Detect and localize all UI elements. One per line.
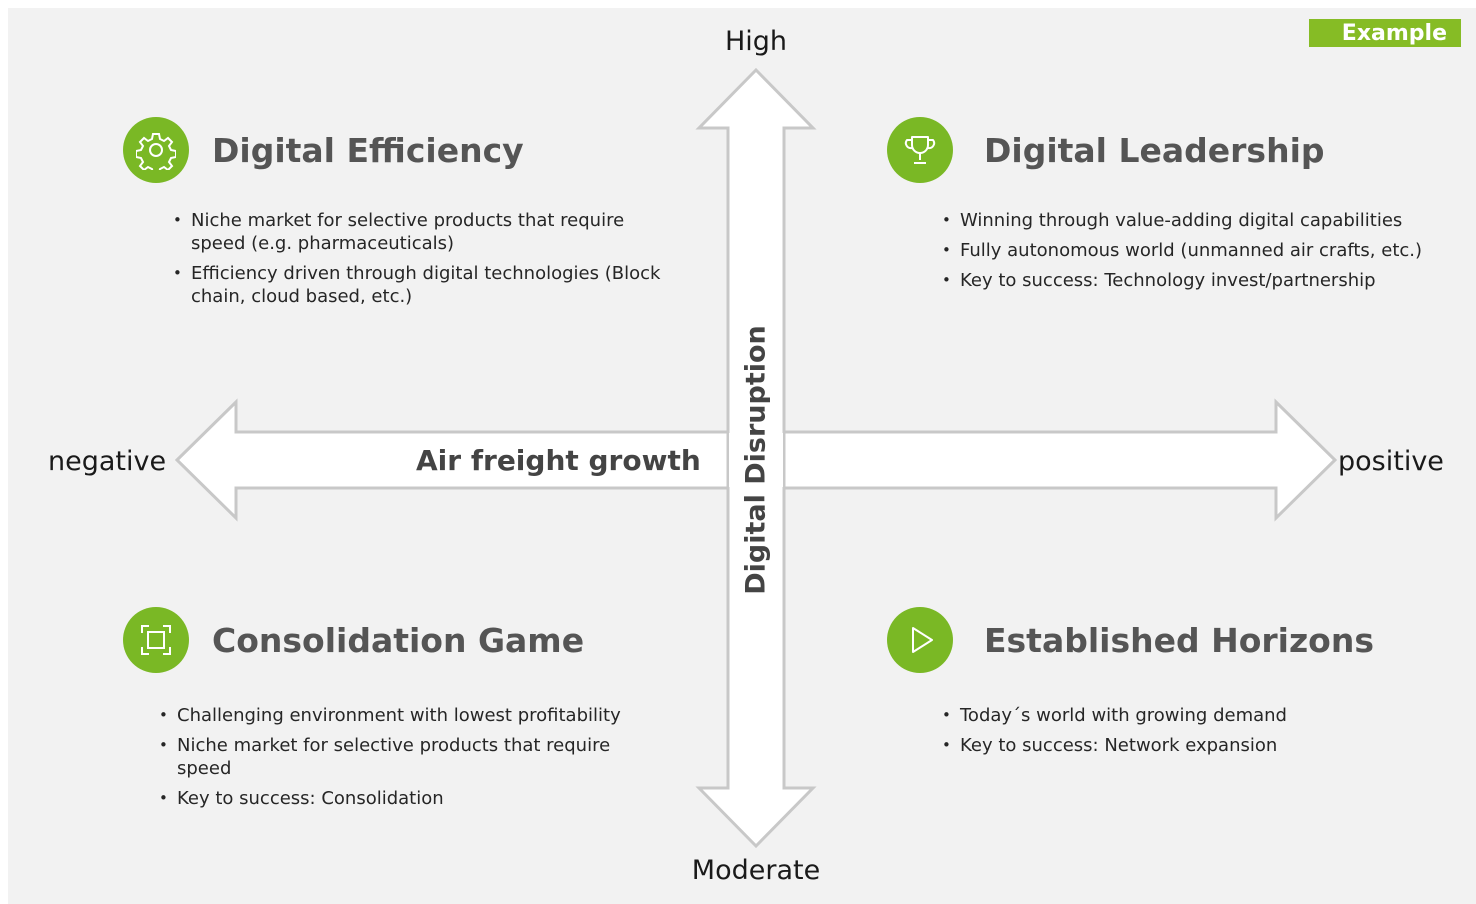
quadrant-title-consolidation-game: Consolidation Game bbox=[212, 621, 585, 660]
gear-icon bbox=[123, 117, 189, 183]
quadrant-title-digital-leadership: Digital Leadership bbox=[984, 131, 1325, 170]
list-item: Fully autonomous world (unmanned air cra… bbox=[942, 239, 1462, 262]
list-item: Winning through value-adding digital cap… bbox=[942, 209, 1462, 232]
list-item: Key to success: Network expansion bbox=[942, 734, 1462, 757]
list-item: Challenging environment with lowest prof… bbox=[159, 704, 649, 727]
list-item: Today´s world with growing demand bbox=[942, 704, 1462, 727]
axis-label-negative: negative bbox=[48, 446, 167, 477]
example-badge-label: Example bbox=[1341, 20, 1447, 46]
quadrant-bullets-consolidation-game: Challenging environment with lowest prof… bbox=[159, 704, 649, 817]
frame-icon bbox=[123, 607, 189, 673]
axis-label-positive: positive bbox=[1338, 446, 1444, 477]
axis-label-high: High bbox=[724, 26, 788, 57]
example-badge: Example bbox=[1309, 19, 1461, 47]
horizontal-axis-title: Air freight growth bbox=[416, 444, 701, 477]
list-item: Niche market for selective products that… bbox=[159, 734, 649, 780]
quadrant-bullets-digital-leadership: Winning through value-adding digital cap… bbox=[942, 209, 1462, 299]
axis-crossing bbox=[729, 433, 783, 487]
list-item: Key to success: Technology invest/partne… bbox=[942, 269, 1462, 292]
vertical-axis-title: Digital Disruption bbox=[740, 325, 772, 595]
play-icon bbox=[887, 607, 953, 673]
list-item: Efficiency driven through digital techno… bbox=[173, 262, 683, 308]
quadrant-title-established-horizons: Established Horizons bbox=[984, 621, 1374, 660]
list-item: Niche market for selective products that… bbox=[173, 209, 683, 255]
axis-label-moderate: Moderate bbox=[691, 855, 821, 886]
list-item: Key to success: Consolidation bbox=[159, 787, 649, 810]
quadrant-bullets-digital-efficiency: Niche market for selective products that… bbox=[173, 209, 683, 315]
trophy-icon bbox=[887, 117, 953, 183]
quadrant-bullets-established-horizons: Today´s world with growing demand Key to… bbox=[942, 704, 1462, 764]
quadrant-title-digital-efficiency: Digital Efficiency bbox=[212, 131, 524, 170]
